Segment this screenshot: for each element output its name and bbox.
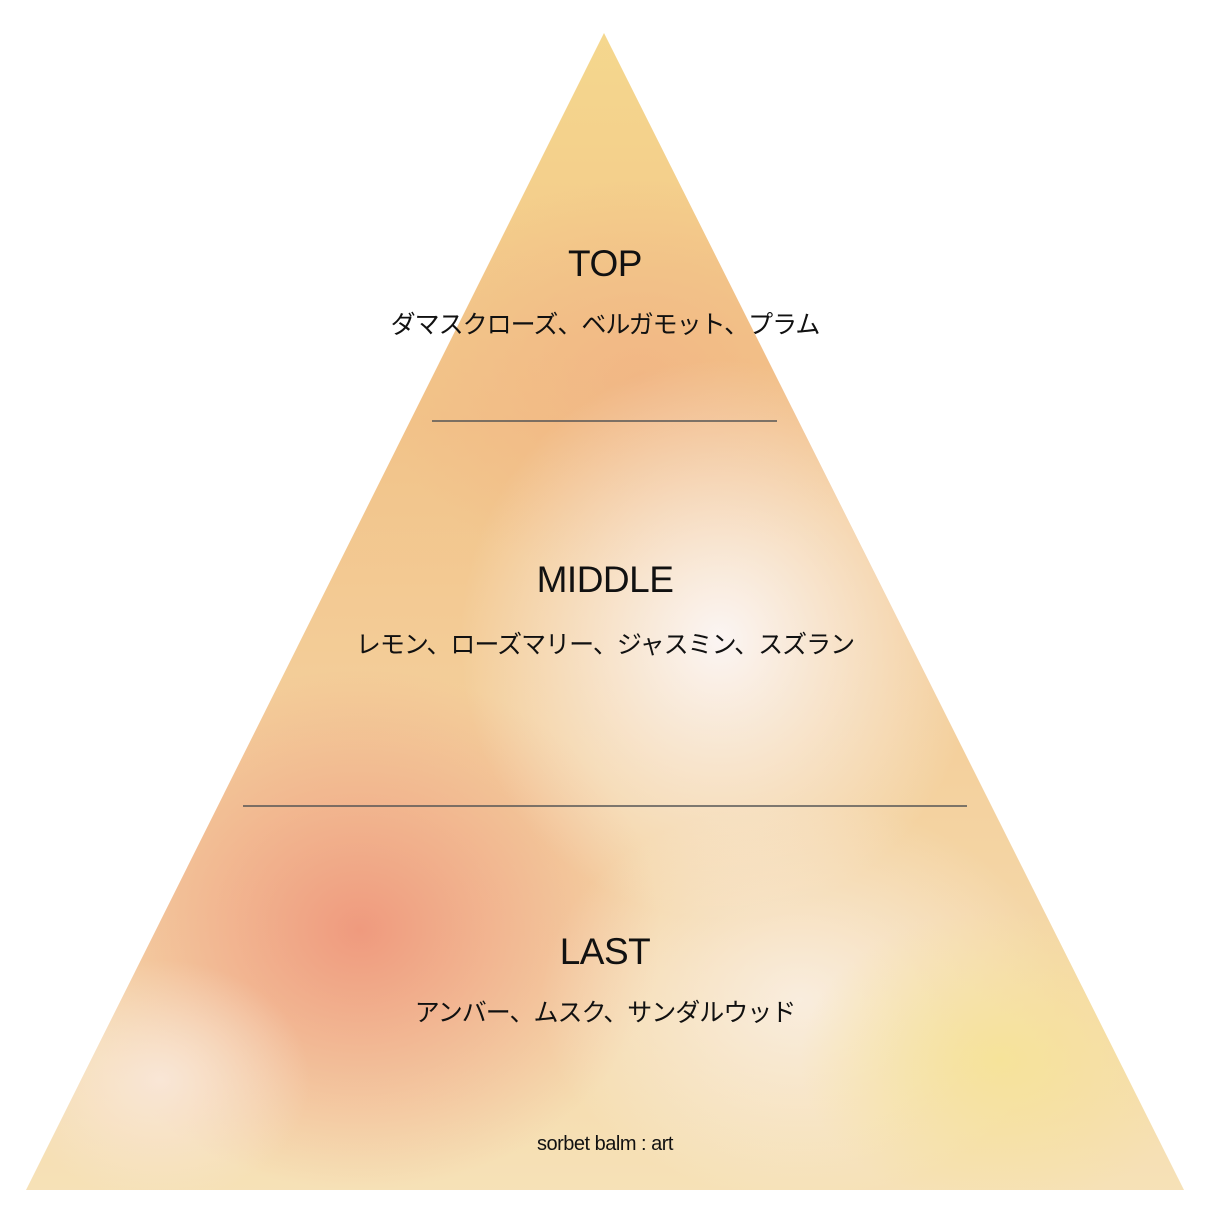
brand-caption: sorbet balm : art xyxy=(536,1133,674,1155)
tier-middle-notes: レモン、ローズマリー、ジャスミン、スズラン xyxy=(355,630,855,659)
tier-last-label: LAST xyxy=(559,931,651,972)
tier-middle-label: MIDDLE xyxy=(536,559,674,600)
tier-top-notes: ダマスクローズ、ベルガモット、プラム xyxy=(390,310,821,339)
tier-top-label: TOP xyxy=(568,243,642,284)
tier-last-notes: アンバー、ムスク、サンダルウッド xyxy=(414,998,797,1027)
